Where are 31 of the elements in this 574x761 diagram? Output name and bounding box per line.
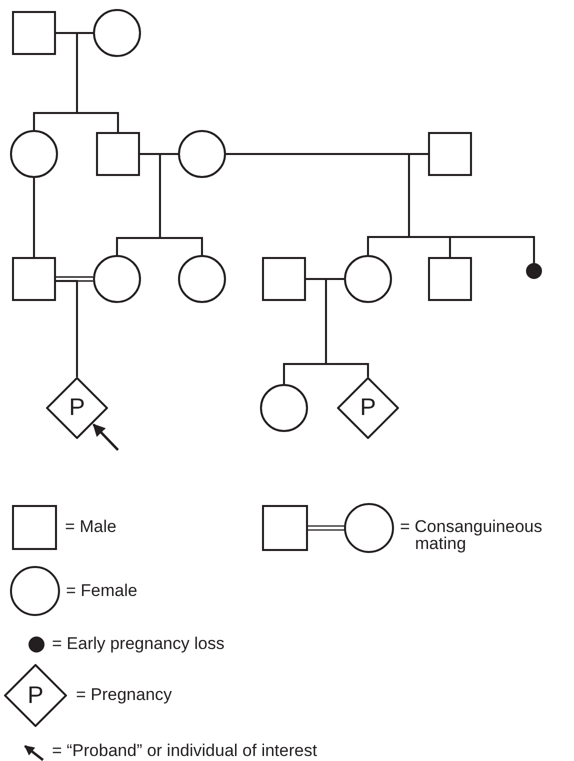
- pregnancy-diamond: [337, 377, 399, 439]
- female-circle: [178, 255, 226, 303]
- female-circle: [344, 255, 392, 303]
- legend-text: = Early pregnancy loss: [52, 635, 224, 653]
- female-circle: [93, 255, 141, 303]
- female-circle: [93, 9, 141, 57]
- pregnancy-letter: P: [28, 684, 44, 708]
- female-circle: [178, 130, 226, 178]
- male-square: [428, 132, 472, 176]
- male-square: [96, 132, 140, 176]
- legend-text: = Pregnancy: [76, 686, 172, 704]
- descent-line: [306, 278, 369, 377]
- legend-text: = Male: [65, 518, 116, 536]
- mating-line: [55, 276, 94, 282]
- node-letter: P: [358, 396, 377, 420]
- female-circle: [10, 130, 58, 178]
- legend-text: = “Proband” or individual of interest: [52, 742, 318, 760]
- male-square: [428, 257, 472, 301]
- legend-text: = Female: [66, 582, 138, 600]
- legend-text: = Consanguineous mating: [400, 518, 544, 552]
- male-square: [12, 257, 56, 301]
- descent-line: [56, 280, 78, 377]
- proband-arrow: [92, 424, 119, 451]
- node-letter: P: [68, 396, 86, 420]
- female-circle: [260, 384, 308, 432]
- male-square: [262, 257, 306, 301]
- descent-line: [226, 153, 535, 263]
- pregnancy-diamond: [46, 377, 108, 439]
- descent-line: [33, 178, 35, 257]
- pregnancy-loss-dot: [526, 263, 542, 279]
- male-square: [12, 11, 56, 55]
